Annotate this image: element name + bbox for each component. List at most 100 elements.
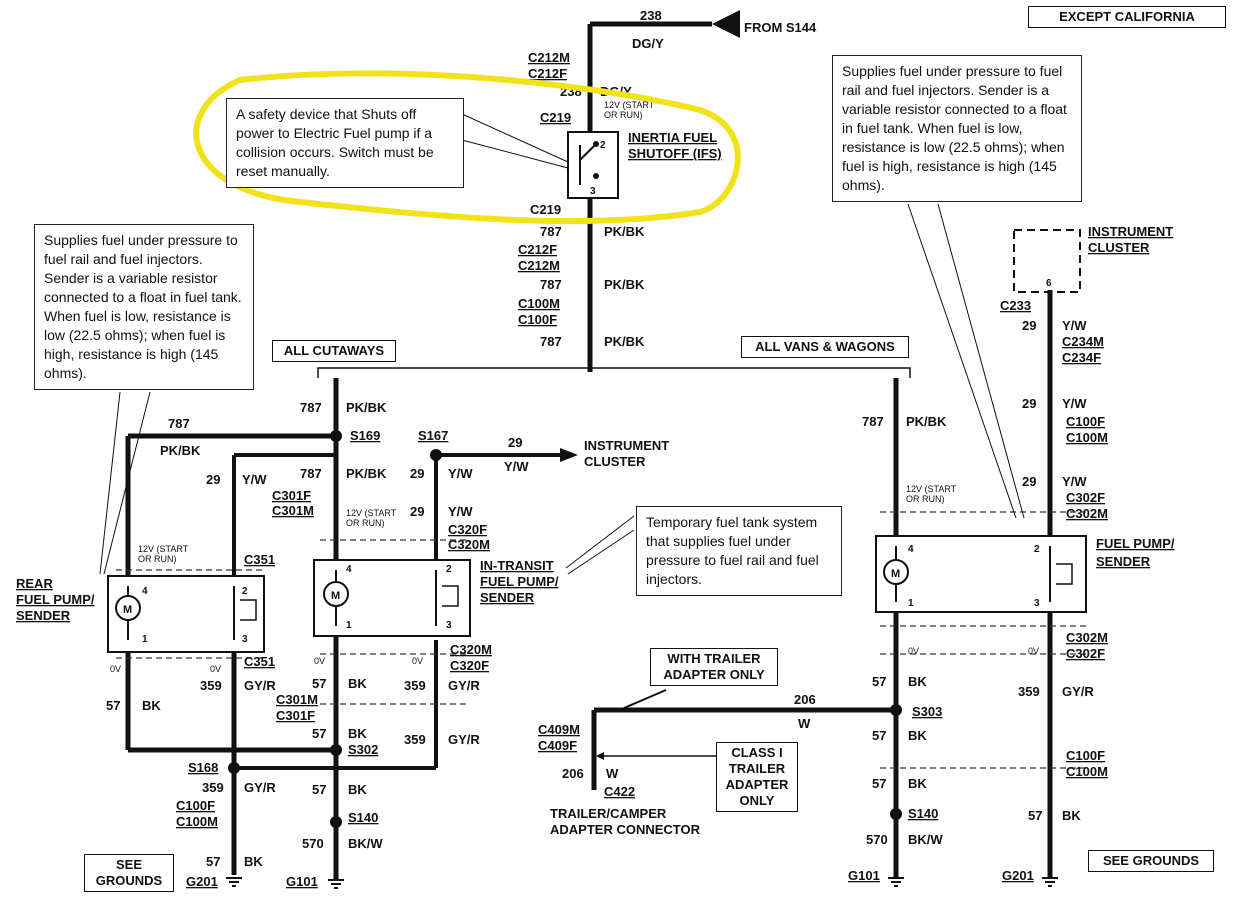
r-p3: 3 [1034, 598, 1040, 609]
conn-c212f-b: C212F [518, 242, 557, 257]
t-conn-1: TRAILER/CAMPER [550, 806, 667, 821]
circuit-238-a: 238 [640, 8, 662, 23]
l-29-l: 29 [206, 472, 220, 487]
conn-c219-b: C219 [530, 202, 561, 217]
l-yw-m: Y/W [448, 466, 473, 481]
l-787: 787 [168, 416, 190, 431]
r-v12b: OR RUN) [906, 494, 945, 504]
tag-all-vans: ALL VANS & WAGONS [741, 336, 909, 358]
l-bkw: BK/W [348, 836, 383, 851]
callout-ifs: A safety device that Shuts off power to … [226, 98, 464, 188]
tag-see-grounds-left: SEE GROUNDS [84, 854, 174, 892]
rear-motor-icon [115, 595, 141, 621]
r-yw-a: Y/W [1062, 318, 1087, 333]
l-pkbk-top: PK/BK [346, 400, 387, 415]
transit-label-3: SENDER [480, 590, 535, 605]
r-ov2: 0V [1028, 646, 1039, 656]
l-v12a: 12V (START [138, 544, 189, 554]
l-c351b: C351 [244, 654, 275, 669]
r-c234m: C234M [1062, 334, 1104, 349]
l-yw-l: Y/W [242, 472, 267, 487]
rear-p2: 2 [242, 586, 248, 597]
splice-s169 [330, 430, 342, 442]
rear-label-3: SENDER [16, 608, 71, 623]
color-pkbk-b: PK/BK [604, 277, 645, 292]
l-v12c: 12V (START [346, 508, 397, 518]
rear-m: M [123, 604, 132, 616]
l-inst-1: INSTRUMENT [584, 438, 669, 453]
r-57-d: 57 [1028, 808, 1042, 823]
l-gyr-a: GY/R [244, 678, 276, 693]
l-bk-c: BK [348, 726, 367, 741]
l-c301f: C301F [272, 488, 311, 503]
l-ov3: 0V [314, 656, 325, 666]
ifs-switch-body [567, 131, 619, 199]
transit-p3: 3 [446, 620, 452, 631]
l-v12d: OR RUN) [346, 518, 385, 528]
l-c320m-b: C320M [450, 642, 492, 657]
color-dgy-a: DG/Y [632, 36, 664, 51]
top-feed [587, 21, 712, 372]
r-v12a: 12V (START [906, 484, 957, 494]
r-inst-1: INSTRUMENT [1088, 224, 1173, 239]
r-g201: G201 [1002, 868, 1034, 883]
class1-arrow-icon [596, 752, 604, 760]
splice-s168 [228, 762, 240, 774]
l-359-d: 359 [202, 780, 224, 795]
r-c100m-b: C100M [1066, 764, 1108, 779]
page-title: EXCEPT CALIFORNIA [1028, 6, 1226, 28]
dashed-lines-right [880, 511, 1088, 769]
conn-c212f: C212F [528, 66, 567, 81]
l-s302: S302 [348, 742, 378, 757]
r-m: M [891, 568, 900, 580]
transit-label-2: FUEL PUMP/ [480, 574, 559, 589]
conn-c219: C219 [540, 110, 571, 125]
ifs-label-2: SHUTOFF (IFS) [628, 146, 722, 161]
l-c320f: C320F [448, 522, 487, 537]
circuit-787-b: 787 [540, 277, 562, 292]
transit-p4: 4 [346, 564, 352, 575]
ifs-pin2: 2 [600, 140, 606, 151]
l-c320f-b: C320F [450, 658, 489, 673]
r-pkbk: PK/BK [906, 414, 947, 429]
r-bk-c: BK [908, 776, 927, 791]
callout-left: Supplies fuel under pressure to fuel rai… [34, 224, 254, 390]
cc-letter: CC [720, 19, 738, 33]
r-yw-c: Y/W [1062, 474, 1087, 489]
l-bk-d: BK [348, 782, 367, 797]
l-359-a: 359 [200, 678, 222, 693]
l-570: 570 [302, 836, 324, 851]
ic-arrow-icon [560, 448, 578, 462]
l-bk-a: BK [348, 676, 367, 691]
tag-all-cutaways: ALL CUTAWAYS [272, 340, 396, 362]
tag-trailer-only: WITH TRAILER ADAPTER ONLY [650, 648, 778, 686]
color-pkbk-c: PK/BK [604, 334, 645, 349]
r-29-c: 29 [1022, 474, 1036, 489]
dashed-lines-left [116, 539, 470, 705]
conn-c212m: C212M [528, 50, 570, 65]
callout-right: Supplies fuel under pressure to fuel rai… [832, 55, 1082, 202]
r-bk-a: BK [908, 674, 927, 689]
splice-s140-r [890, 808, 902, 820]
right-motor-icon [883, 559, 909, 585]
r-c234f: C234F [1062, 350, 1101, 365]
splice-s302 [330, 744, 342, 756]
r-bkw: BK/W [908, 832, 943, 847]
l-gyr-c: GY/R [448, 732, 480, 747]
t-206-b: 206 [562, 766, 584, 781]
r-bk-b: BK [908, 728, 927, 743]
t-s303: S303 [912, 704, 942, 719]
l-g201: G201 [186, 874, 218, 889]
rear-p1: 1 [142, 634, 148, 645]
color-pkbk-a: PK/BK [604, 224, 645, 239]
r-c233: C233 [1000, 298, 1031, 313]
transit-motor-icon [323, 581, 349, 607]
conn-c212m-b: C212M [518, 258, 560, 273]
l-g101: G101 [286, 874, 318, 889]
l-s167: S167 [418, 428, 448, 443]
r-57-b: 57 [872, 728, 886, 743]
transit-m: M [331, 590, 340, 602]
circuit-787-c: 787 [540, 334, 562, 349]
